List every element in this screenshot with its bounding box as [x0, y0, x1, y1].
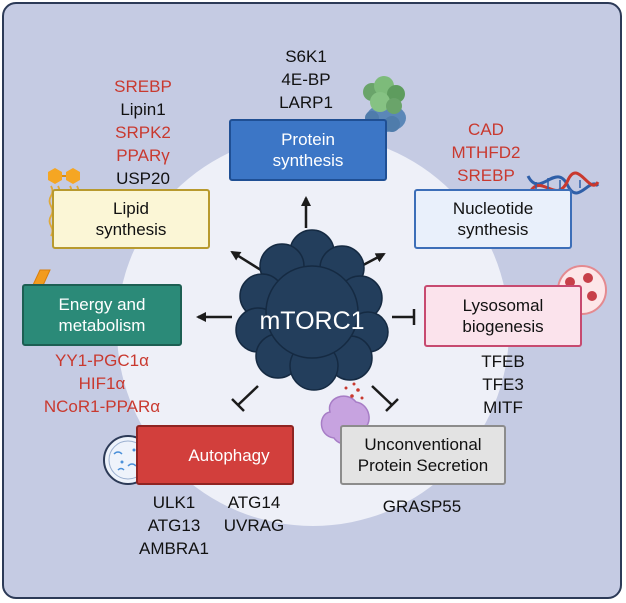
- autophagy-title: Autophagy: [188, 445, 270, 465]
- unconventional-secretion-title: Unconventional: [364, 435, 482, 454]
- lysosomal-regulator: TFEB: [481, 352, 525, 371]
- nucleotide-regulator: SREBP: [457, 166, 515, 185]
- energy-metabolism-title: metabolism: [58, 316, 146, 335]
- mtorc1-complex-icon: [235, 229, 389, 391]
- nucleotide-synthesis-title: Nucleotide: [452, 199, 534, 218]
- protein-regulator: LARP1: [279, 93, 333, 112]
- lysosomal-biogenesis-title: biogenesis: [462, 317, 544, 336]
- lysosomal-biogenesis-box: Lysosomal biogenesis: [424, 285, 582, 347]
- energy-regulator: NCoR1-PPARα: [43, 397, 161, 416]
- lipid-synthesis-box: Lipid synthesis: [52, 189, 210, 249]
- energy-metabolism-title: Energy and: [58, 295, 146, 314]
- autophagy-box: Autophagy: [136, 425, 294, 485]
- unconventional-secretion-title: Protein Secretion: [357, 456, 489, 475]
- nucleotide-synthesis-title: synthesis: [457, 220, 529, 239]
- inhibit-protein-secretion: [371, 385, 399, 412]
- nucleotide-regulator: CAD: [468, 120, 504, 139]
- lipid-regulator: Lipin1: [120, 100, 166, 119]
- unconventional-secretion-box: Unconventional Protein Secretion: [340, 425, 506, 485]
- arrow-to-lipid-synthesis: [230, 250, 265, 274]
- energy-metabolism-box: Energy and metabolism: [22, 284, 182, 346]
- autophagy-regulator: ATG13: [147, 516, 201, 535]
- protein-synthesis-box: Protein synthesis: [229, 119, 387, 181]
- energy-regulator: HIF1α: [78, 374, 126, 393]
- nucleotide-synthesis-box: Nucleotide synthesis: [414, 189, 572, 249]
- secretion-regulator: GRASP55: [382, 497, 462, 516]
- nucleotide-regulator: MTHFD2: [451, 143, 521, 162]
- autophagy-regulator: UVRAG: [223, 516, 285, 535]
- energy-regulator: YY1-PGC1α: [55, 351, 149, 370]
- mtorc1-label: mTORC1: [259, 307, 365, 335]
- autophagy-regulator: AMBRA1: [139, 539, 209, 558]
- lysosomal-regulator: MITF: [483, 398, 523, 417]
- lipid-regulator: SRPK2: [115, 123, 171, 142]
- lipid-synthesis-title: synthesis: [95, 220, 167, 239]
- protein-synthesis-title: Protein: [281, 130, 335, 149]
- lipid-regulator: SREBP: [114, 77, 172, 96]
- protein-synthesis-title: synthesis: [272, 151, 344, 170]
- lysosomal-biogenesis-title: Lysosomal: [462, 296, 544, 315]
- lysosomal-regulator: TFE3: [482, 375, 524, 394]
- autophagy-regulator: ATG14: [227, 493, 281, 512]
- lipid-regulator: USP20: [116, 169, 170, 188]
- protein-regulator: S6K1: [285, 47, 327, 66]
- inhibit-lysosomal-biogenesis: [392, 309, 416, 325]
- autophagy-regulator: ULK1: [152, 493, 196, 512]
- lipid-regulator: PPARγ: [116, 146, 170, 165]
- lipid-synthesis-title: Lipid: [113, 199, 149, 218]
- protein-regulator: 4E-BP: [281, 70, 331, 89]
- inhibit-autophagy: [231, 385, 259, 412]
